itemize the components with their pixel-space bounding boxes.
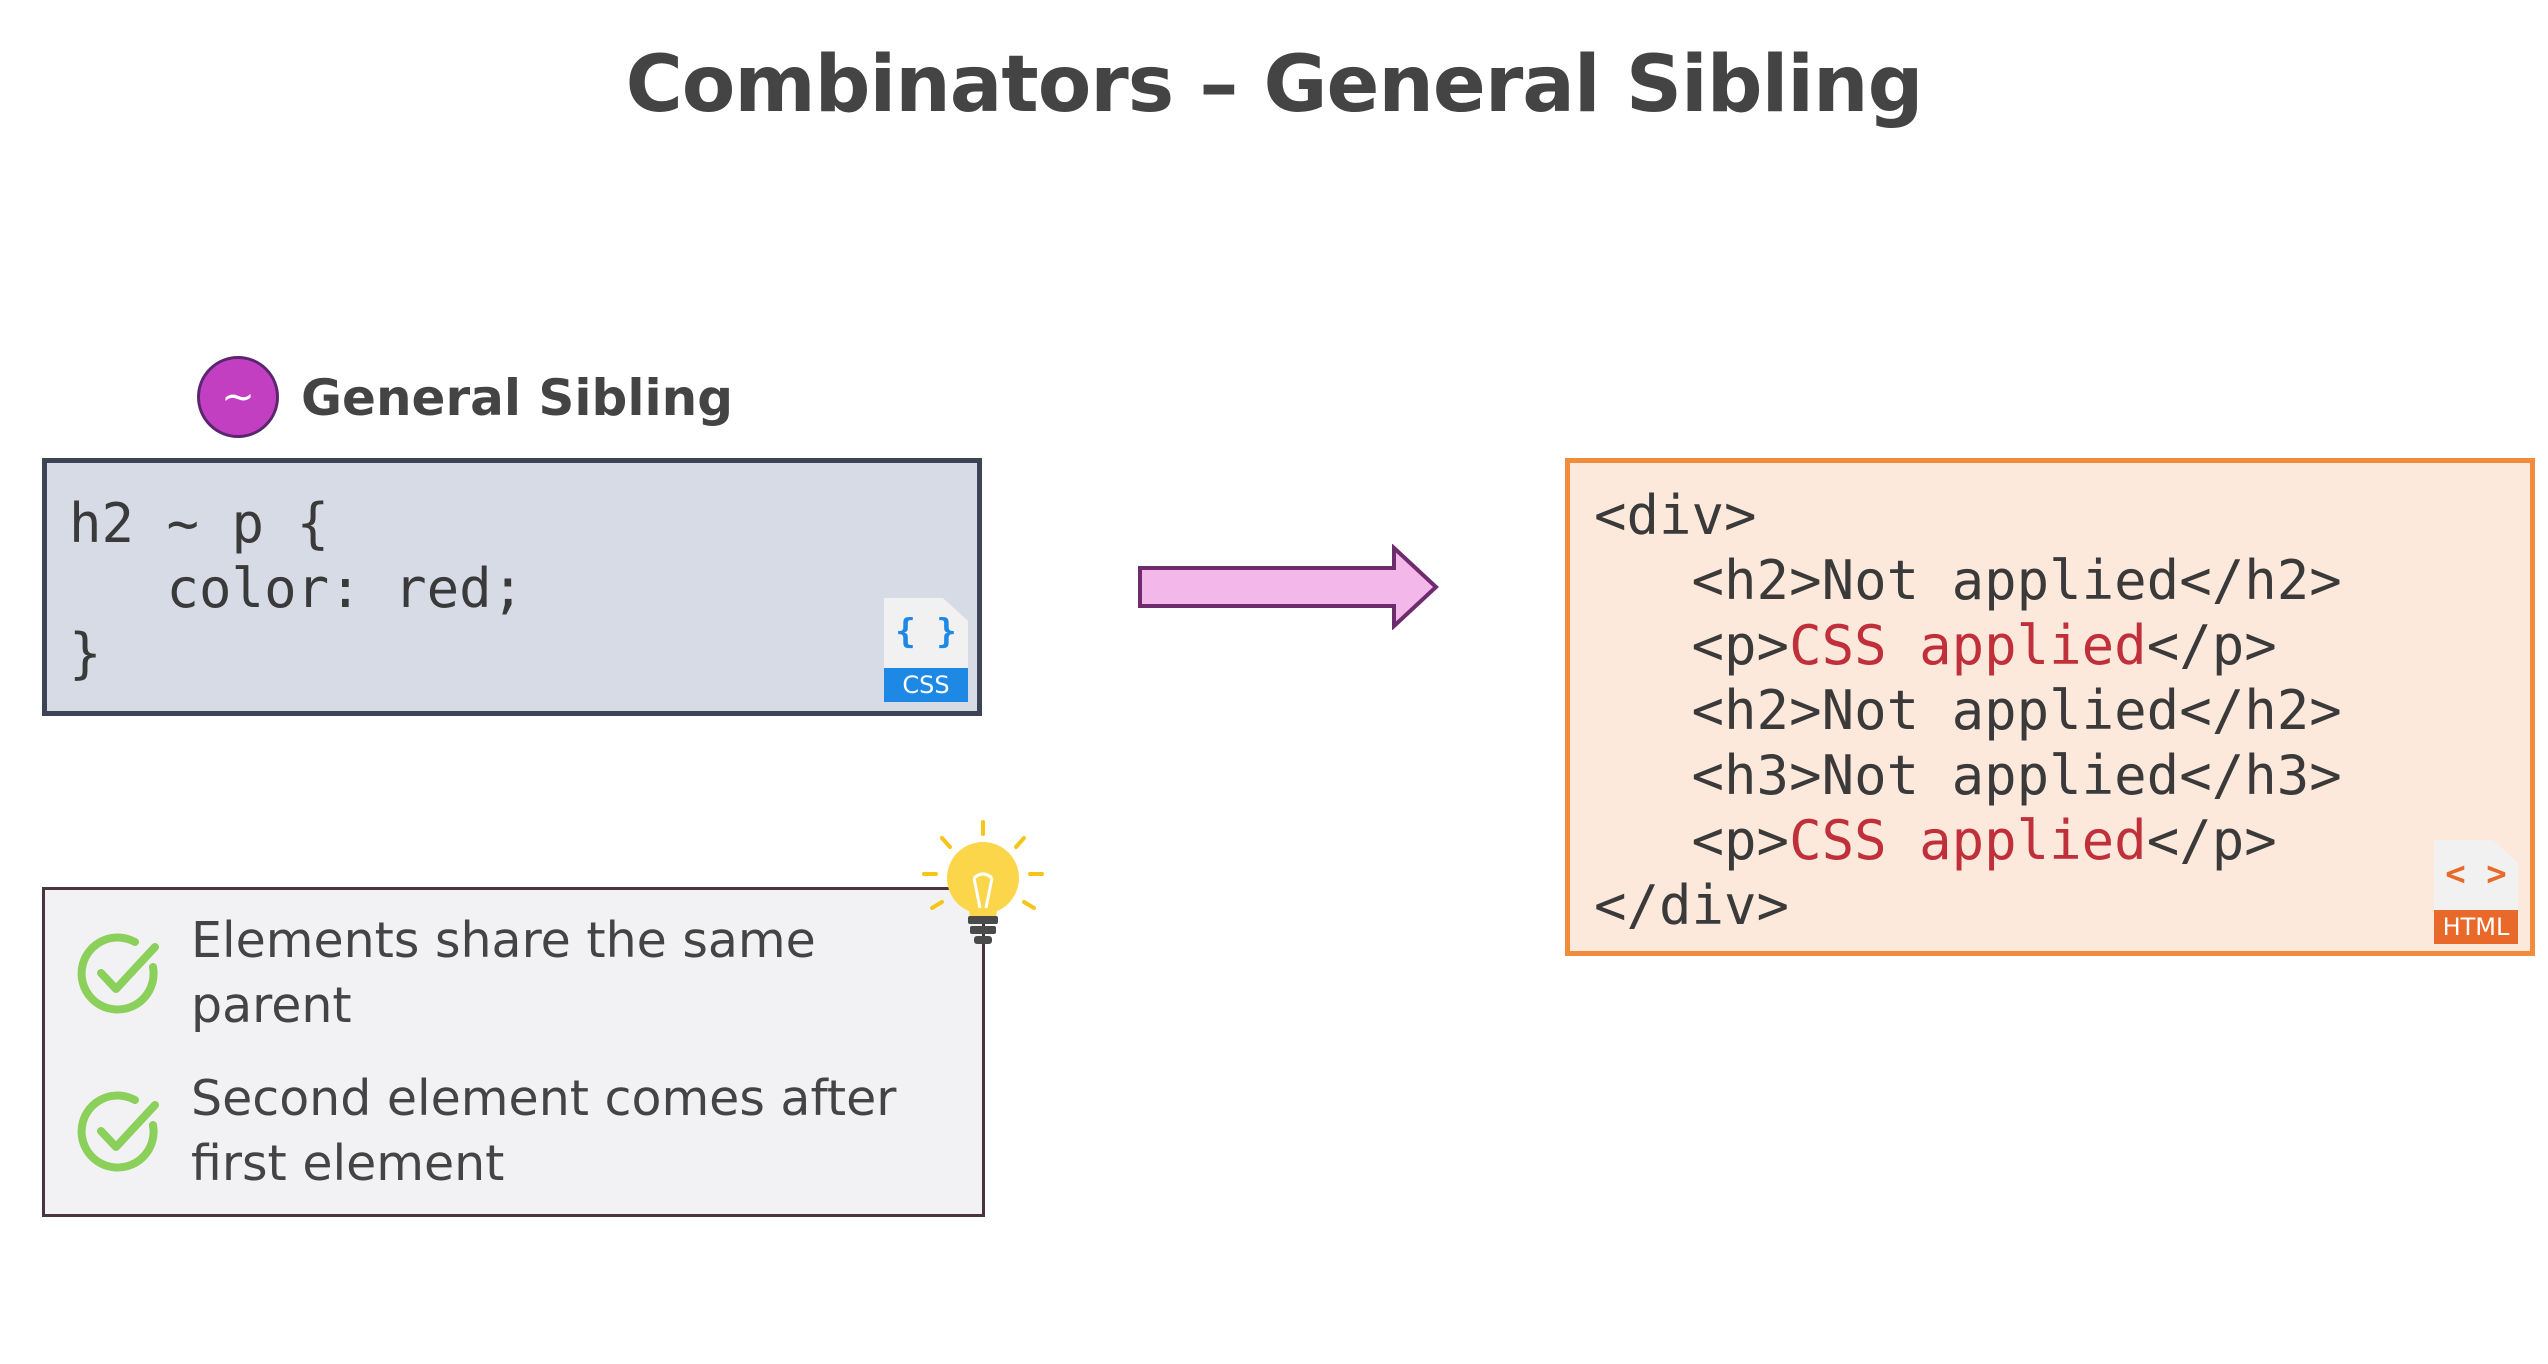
highlighted-text: CSS applied — [1789, 614, 2147, 677]
css-code: h2 ~ p { color: red; } — [69, 491, 524, 686]
html-code-line: </div> — [1594, 874, 1790, 937]
css-code-line: color: red; — [69, 557, 525, 620]
highlighted-text: CSS applied — [1789, 809, 2147, 872]
html-code-line: <p>CSS applied</p> — [1594, 809, 2277, 872]
html-file-tag: HTML — [2434, 910, 2518, 944]
note-item: Elements share the same parent — [191, 912, 816, 1034]
css-code-line: h2 ~ p { — [69, 492, 330, 555]
html-code-line: <h2>Not applied</h2> — [1594, 549, 2342, 612]
css-code-box: h2 ~ p { color: red; } — [42, 458, 982, 716]
css-file-icon: { } CSS — [884, 598, 968, 702]
html-file-icon: < > HTML — [2434, 840, 2518, 944]
css-code-line: } — [69, 622, 102, 685]
section-label: General Sibling — [301, 369, 734, 427]
check-circle-icon — [77, 933, 159, 1014]
html-code: <div> <h2>Not applied</h2> <p>CSS applie… — [1594, 483, 2342, 938]
css-file-tag: CSS — [884, 668, 968, 702]
html-code-box: <div> <h2>Not applied</h2> <p>CSS applie… — [1565, 458, 2535, 956]
note-item: Second element comes after first element — [191, 1070, 897, 1192]
lightbulb-icon — [922, 820, 1044, 944]
html-code-line: <h3>Not applied</h3> — [1594, 744, 2342, 807]
html-file-glyph: < > — [2445, 854, 2507, 894]
html-code-line: <h2>Not applied</h2> — [1594, 679, 2342, 742]
css-file-glyph: { } — [895, 612, 957, 652]
right-arrow-icon — [1138, 544, 1439, 630]
tilde-badge-icon: ~ — [197, 356, 279, 438]
page-title: Combinators – General Sibling — [625, 40, 1924, 130]
notes-box: Elements share the same parent Second el… — [42, 887, 985, 1217]
html-code-line: <p>CSS applied</p> — [1594, 614, 2277, 677]
check-circle-icon — [77, 1091, 159, 1172]
html-code-line: <div> — [1594, 484, 1757, 547]
